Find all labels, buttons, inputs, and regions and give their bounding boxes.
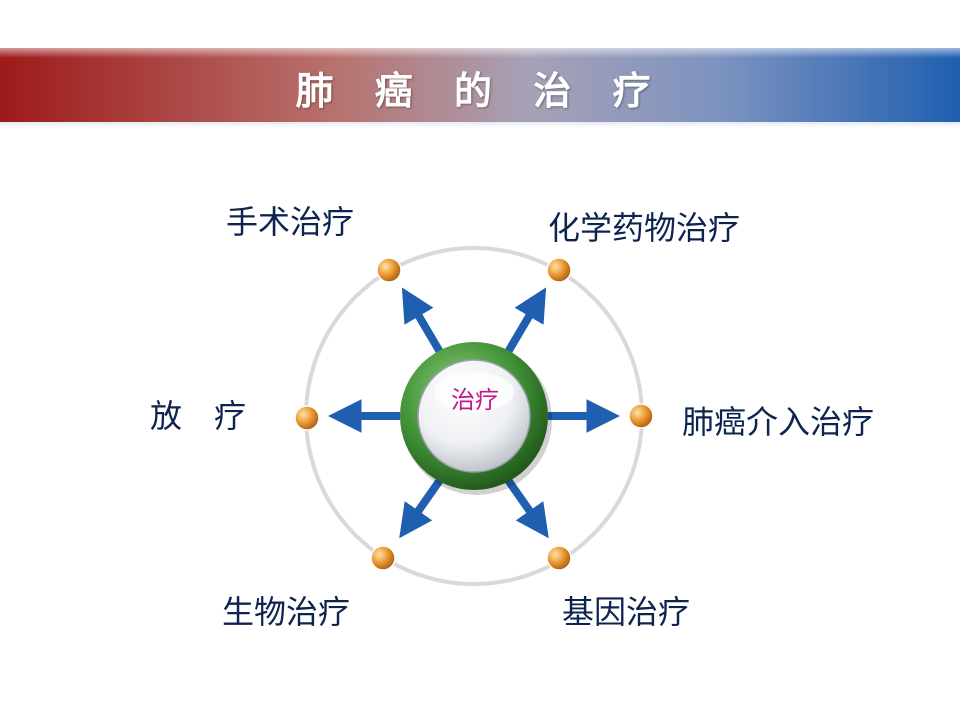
label-radiotherapy: 放 疗: [150, 397, 247, 435]
node-chemo: [546, 257, 572, 283]
title-bar: [0, 48, 960, 122]
node-gene: [546, 545, 572, 571]
label-chemo: 化学药物治疗: [548, 209, 741, 247]
center-hub: [400, 342, 552, 495]
label-surgery: 手术治疗: [226, 203, 355, 241]
node-interventional: [628, 403, 654, 429]
arrows: [327, 287, 621, 539]
label-biological: 生物治疗: [222, 593, 351, 631]
arrow-surgery: [401, 287, 444, 355]
center-label: 治疗: [451, 386, 499, 414]
node-surgery: [376, 257, 402, 283]
center-hub-gloss: [434, 372, 514, 412]
label-gene: 基因治疗: [562, 593, 691, 631]
arrow-biological: [399, 477, 444, 539]
label-interventional: 肺癌介入治疗: [682, 403, 875, 441]
arrow-gene: [504, 477, 549, 539]
node-biological: [370, 545, 396, 571]
arrow-chemo: [504, 287, 547, 355]
nodes: [294, 257, 654, 571]
title-underline: [0, 122, 960, 128]
node-radiotherapy: [294, 405, 320, 431]
slide-title: 肺 癌 的 治 疗: [295, 69, 665, 113]
title-bar-shine: [0, 48, 960, 58]
